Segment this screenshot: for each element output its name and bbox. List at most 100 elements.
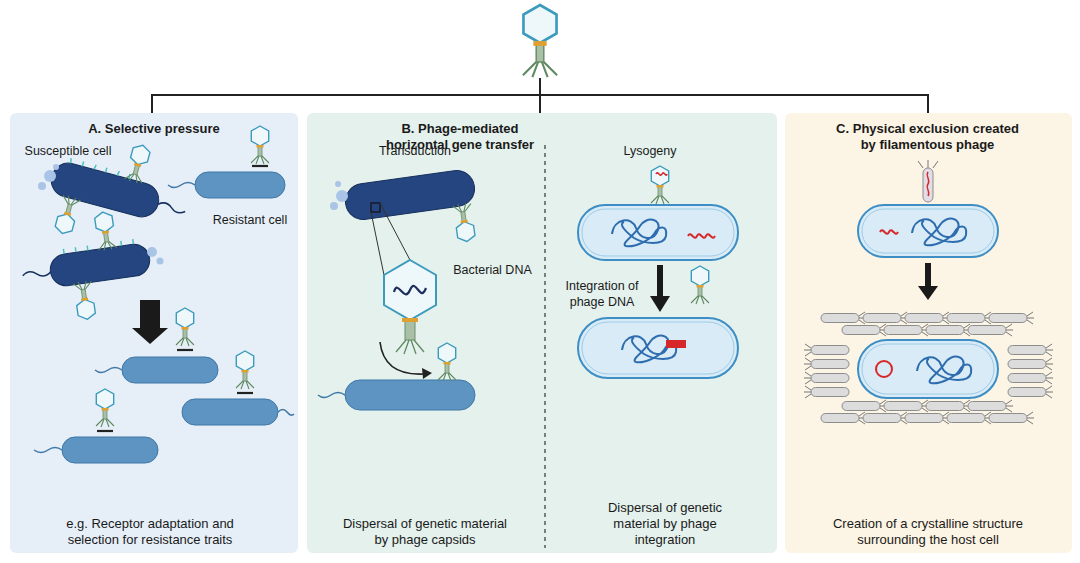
panel-b-illustration-part <box>330 202 338 210</box>
illustration-label: Bacterial DNA <box>445 262 540 278</box>
panel-c-illustration-part <box>905 312 950 324</box>
panel-b-illustration-part-part <box>343 168 477 222</box>
text-slot: A. Selective pressure <box>20 121 288 137</box>
illustration-label: Integration of phage DNA <box>556 278 648 310</box>
panel-c-illustration-part <box>968 324 1013 336</box>
panel-c-illustration-part <box>804 386 849 398</box>
panel-c-illustration-part <box>804 358 849 370</box>
panel-b-illustration-part <box>582 209 734 256</box>
panel-a-illustration-part <box>157 258 164 265</box>
panel-a-illustration-part <box>176 308 194 346</box>
panel-a-illustration-part-part <box>124 143 151 184</box>
panel-b-illustration-part <box>371 203 380 212</box>
panel-b-illustration-part <box>384 260 436 320</box>
text-slot: Integration of phage DNA <box>556 278 648 310</box>
text-slot: Bacterial DNA <box>445 262 540 278</box>
top-phage-bracket-part <box>523 5 557 77</box>
panel-b-illustration-part <box>396 340 424 354</box>
panel-a-illustration-part-part <box>94 211 117 251</box>
panel-a-illustration-part <box>96 389 114 427</box>
panel-c-illustration-part <box>918 263 938 300</box>
panel-description: Creation of a crystalline structure surr… <box>813 516 1043 548</box>
text-slot: Creation of a crystalline structure surr… <box>813 516 1043 548</box>
panel-a-illustration <box>16 125 294 463</box>
text-slot: Dispersal of genetic material by phage c… <box>335 516 515 548</box>
illustration-label: Resistant cell <box>205 212 295 228</box>
panel-c-illustration-part <box>862 209 994 253</box>
panel-a-illustration-part <box>168 183 195 188</box>
panel-c-illustration-part <box>884 324 929 336</box>
panel-b-illustration-part <box>318 393 345 398</box>
panel-a-illustration-part <box>278 410 294 416</box>
text-slot: Lysogeny <box>605 143 695 159</box>
panel-c-illustration-part <box>863 312 908 324</box>
top-phage-bracket <box>152 5 928 113</box>
panel-c-illustration-part <box>989 312 1034 324</box>
panel-c-illustration-part <box>858 205 998 257</box>
panel-c-illustration-part <box>912 219 966 246</box>
panel-c-illustration-part <box>926 400 971 412</box>
panel-a-illustration-part <box>132 300 168 344</box>
panel-c-illustration-part <box>947 412 992 424</box>
panel-b-illustration-part <box>578 205 738 260</box>
panel-b-illustration-part <box>650 265 670 312</box>
panel-a-illustration-part <box>147 247 157 257</box>
panel-a-illustration-part <box>62 437 158 463</box>
panel-a-illustration-part <box>34 448 62 453</box>
panel-c-illustration-part <box>842 324 887 336</box>
panel-backgrounds <box>10 113 1072 553</box>
panel-c-illustration-part <box>1008 372 1053 384</box>
top-phage-bracket-part <box>152 78 928 113</box>
panel-a-illustration-part <box>122 357 218 383</box>
panel-backgrounds-part <box>785 113 1072 553</box>
text-slot: Transduction <box>370 143 460 159</box>
panel-c-illustration-part <box>821 312 866 324</box>
panel-title: C. Physical exclusion created by filamen… <box>830 121 1025 153</box>
panel-c-illustration-part <box>1008 358 1053 370</box>
panel-a-illustration-part <box>236 351 254 389</box>
panel-c-illustration-part <box>927 172 929 196</box>
panel-a-illustration-part <box>95 368 122 373</box>
panel-c-illustration-part <box>968 400 1013 412</box>
panel-b-illustration-part <box>422 368 432 379</box>
panel-c-illustration-part <box>1008 386 1053 398</box>
panel-b-illustration-part <box>335 181 341 187</box>
panel-c-illustration-part <box>863 412 908 424</box>
panel-description: Dispersal of genetic material by phage i… <box>595 500 735 548</box>
panel-a-illustration-part <box>38 182 46 190</box>
panel-c-illustration-part <box>947 312 992 324</box>
panel-a-illustration-part <box>44 170 56 182</box>
panel-a-illustration-part-part <box>73 280 96 320</box>
panel-b-illustration-part <box>578 318 738 378</box>
panel-a-illustration-part <box>97 430 113 432</box>
text-slot: Dispersal of genetic material by phage i… <box>595 500 735 548</box>
panel-a-illustration-part <box>237 392 253 394</box>
text-slot: Susceptible cell <box>18 143 118 159</box>
panel-b-illustration-part <box>688 234 715 237</box>
panel-a-illustration-part <box>182 399 278 425</box>
panel-a-illustration-part-part <box>63 239 133 254</box>
panel-c-illustration <box>804 160 1053 424</box>
illustration-label: Lysogeny <box>605 143 695 159</box>
panel-c-illustration-part <box>862 344 994 394</box>
panel-b-illustration-part <box>651 166 669 204</box>
panel-description: Dispersal of genetic material by phage c… <box>335 516 515 548</box>
panel-b-illustration-part <box>336 190 348 202</box>
panel-backgrounds-part <box>307 113 777 553</box>
panel-a-illustration-part-part <box>70 158 130 179</box>
panel-c-illustration-part <box>923 168 933 202</box>
panel-b-illustration-part <box>405 320 415 340</box>
panel-title: A. Selective pressure <box>20 121 288 137</box>
panel-c-illustration-part <box>880 230 898 233</box>
panel-b-illustration-part <box>438 343 456 381</box>
panel-description: e.g. Receptor adaptation and selection f… <box>45 516 255 548</box>
panel-box: A. Selective pressure e.g. Receptor adapt… <box>10 113 298 553</box>
panel-c-illustration-part <box>989 412 1034 424</box>
panel-a-illustration-part-part <box>54 194 81 235</box>
panel-c-illustration-part <box>804 372 849 384</box>
illustration-label: Susceptible cell <box>18 143 118 159</box>
panel-c-illustration-part <box>842 400 887 412</box>
text-slot: Resistant cell <box>205 212 295 228</box>
panel-c-illustration-part <box>926 324 971 336</box>
